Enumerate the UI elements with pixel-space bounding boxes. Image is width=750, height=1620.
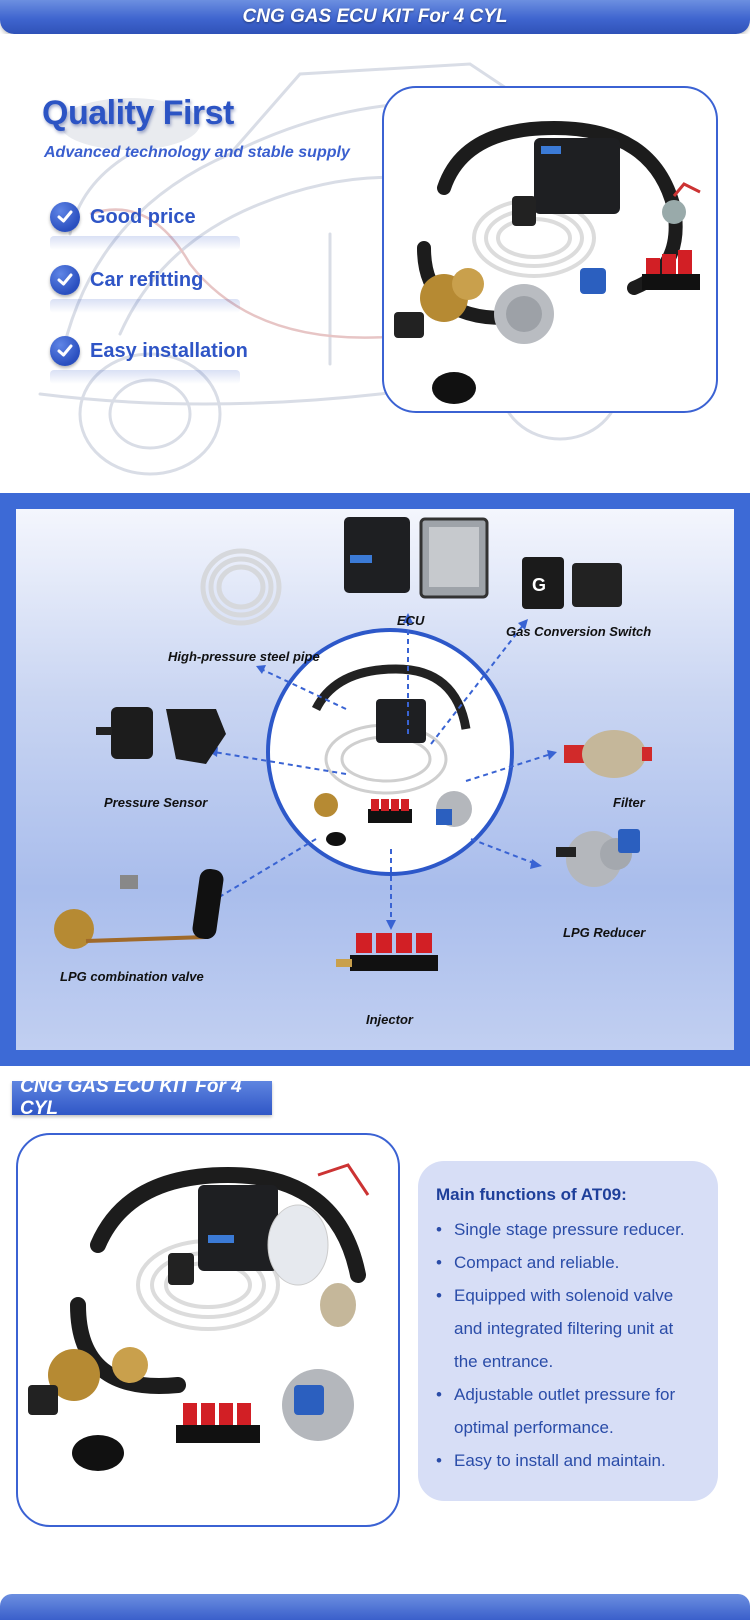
check-icon <box>50 202 80 232</box>
feature-label: Good price <box>90 205 196 228</box>
functions-title: Main functions of AT09: <box>436 1185 627 1204</box>
label-pressure-sensor: Pressure Sensor <box>104 795 208 810</box>
svg-text:G: G <box>532 575 546 595</box>
page-title: CNG GAS ECU KIT For 4 CYL <box>242 6 508 27</box>
function-item: Easy to install and maintain. <box>436 1444 702 1477</box>
components-diagram: G <box>54 517 652 971</box>
main-functions-panel: Main functions of AT09: Single stage pre… <box>418 1161 718 1501</box>
kit-section-header: CNG GAS ECU KIT For 4 CYL <box>12 1076 272 1119</box>
quality-title: Quality First <box>42 94 234 132</box>
feature-easy-installation: Easy installation <box>50 336 248 384</box>
check-icon <box>50 336 80 366</box>
components-diagram-panel: G <box>16 509 734 1050</box>
check-icon <box>50 265 80 295</box>
function-item-continued: the entrance. <box>454 1352 554 1371</box>
components-diagram-section: G <box>0 493 750 1066</box>
bottom-bar <box>0 1594 750 1620</box>
feature-label: Easy installation <box>90 339 248 362</box>
function-item: Compact and reliable. <box>436 1246 702 1279</box>
label-filter: Filter <box>613 795 645 810</box>
label-steel-pipe: High-pressure steel pipe <box>168 649 320 664</box>
label-ecu: ECU <box>397 613 425 628</box>
functions-list: Single stage pressure reducer. Compact a… <box>436 1213 702 1477</box>
kit-section-title: CNG GAS ECU KIT For 4 CYL <box>20 1076 242 1119</box>
function-item-continued: and integrated filtering unit at <box>454 1319 674 1338</box>
function-item: Equipped with solenoid valve <box>436 1279 702 1312</box>
kit-illustration <box>394 120 701 404</box>
label-combination-valve: LPG combination valve <box>60 969 204 984</box>
kit-product-photo-large <box>16 1133 400 1527</box>
feature-good-price: Good price <box>50 202 240 250</box>
feature-reflection <box>50 370 240 384</box>
quality-section: Quality First Advanced technology and st… <box>0 34 750 489</box>
function-item: Single stage pressure reducer. <box>436 1213 702 1246</box>
function-item: Adjustable outlet pressure for <box>436 1378 702 1411</box>
kit-illustration <box>28 1163 370 1471</box>
feature-car-refitting: Car refitting <box>50 265 240 313</box>
top-header-bar: CNG GAS ECU KIT For 4 CYL <box>0 0 750 34</box>
function-item-continued: optimal performance. <box>454 1418 614 1437</box>
label-lpg-reducer: LPG Reducer <box>563 925 646 940</box>
quality-subtitle: Advanced technology and stable supply <box>44 144 350 161</box>
kit-product-photo <box>382 86 718 413</box>
label-injector: Injector <box>366 1012 413 1027</box>
feature-reflection <box>50 236 240 250</box>
label-gas-switch: Gas Conversion Switch <box>506 624 652 639</box>
feature-label: Car refitting <box>90 268 204 291</box>
feature-reflection <box>50 299 240 313</box>
